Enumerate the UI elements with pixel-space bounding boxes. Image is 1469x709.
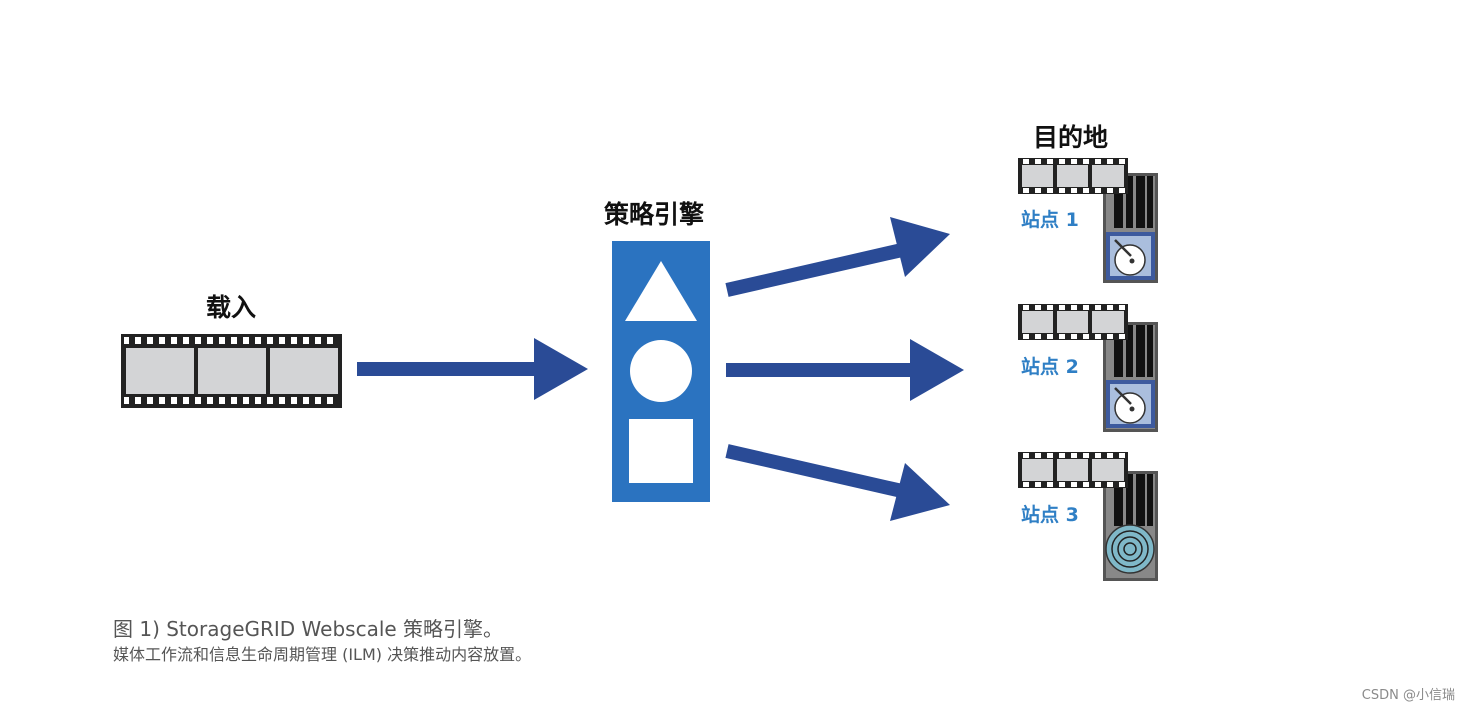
figure-caption-title: 图 1) StorageGRID Webscale 策略引擎。 bbox=[113, 617, 504, 641]
site-1-label: 站点 1 bbox=[1021, 209, 1079, 231]
csdn-watermark: CSDN @小信瑞 bbox=[1361, 688, 1455, 703]
tape-icon bbox=[1105, 524, 1155, 574]
site-2-label: 站点 2 bbox=[1021, 356, 1079, 378]
site-2-arrow bbox=[726, 339, 964, 401]
square-shape bbox=[629, 419, 693, 483]
site-3-film-strip bbox=[1018, 452, 1128, 488]
policy-engine-block bbox=[612, 241, 710, 502]
site-1-storage bbox=[1018, 158, 1158, 283]
site-1-film-strip bbox=[1018, 158, 1128, 194]
ingest-arrow bbox=[357, 338, 588, 400]
figure-caption-description: 媒体工作流和信息生命周期管理 (ILM) 决策推动内容放置。 bbox=[113, 645, 532, 664]
triangle-shape bbox=[625, 261, 697, 321]
ingest-label: 载入 bbox=[206, 293, 257, 322]
disk-icon bbox=[1106, 380, 1155, 428]
site-1-arrow bbox=[725, 217, 950, 297]
policy-engine-label: 策略引擎 bbox=[604, 200, 705, 229]
site-2-storage bbox=[1018, 304, 1158, 432]
site-3-arrow bbox=[725, 444, 950, 521]
site-3-storage bbox=[1018, 452, 1158, 581]
disk-icon bbox=[1106, 232, 1155, 280]
destination-label: 目的地 bbox=[1033, 123, 1109, 152]
site-2-film-strip bbox=[1018, 304, 1128, 340]
ingest-film-strip bbox=[121, 334, 342, 408]
site-3-label: 站点 3 bbox=[1021, 504, 1079, 526]
circle-shape bbox=[630, 340, 692, 402]
